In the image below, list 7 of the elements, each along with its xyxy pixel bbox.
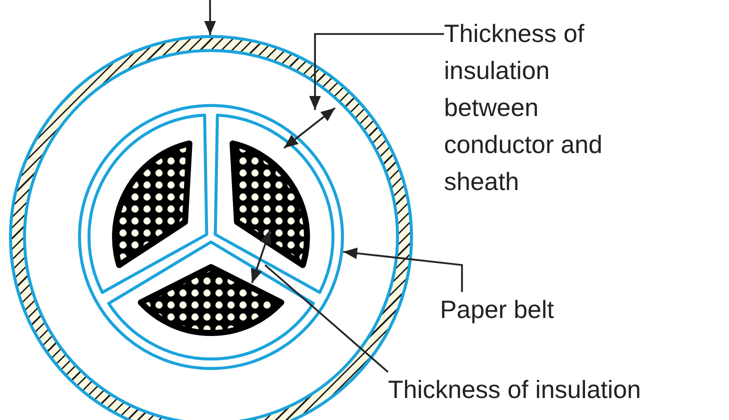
callout-label: Thickness of insulation between conductor and sheath [444, 16, 644, 201]
callout-label: Thickness of insulation [388, 372, 641, 409]
leader-line [343, 248, 463, 292]
leader-line [309, 33, 444, 110]
leader-line [264, 264, 389, 373]
callout-label: Paper belt [440, 292, 590, 329]
leader-line [204, 0, 216, 35]
